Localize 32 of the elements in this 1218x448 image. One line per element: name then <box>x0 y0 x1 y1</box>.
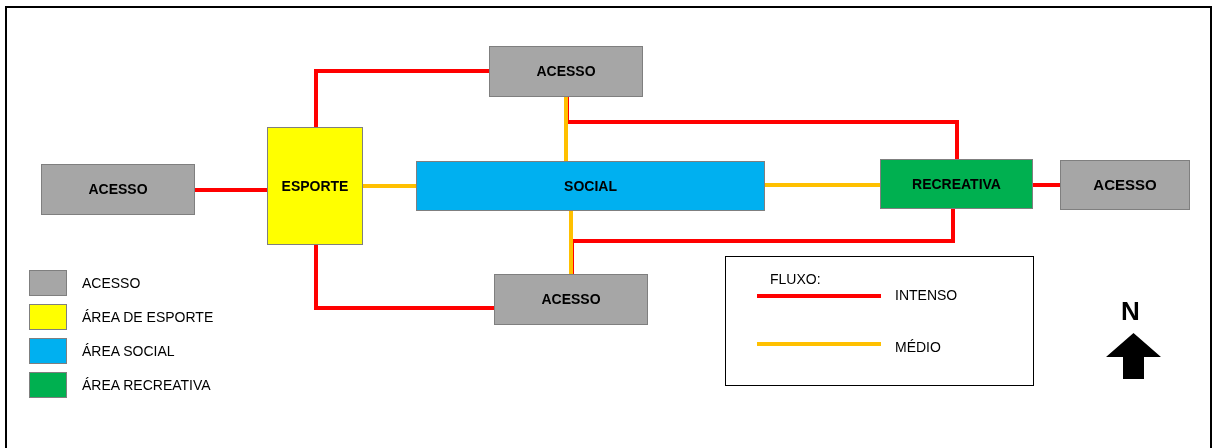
flow-line <box>565 97 959 159</box>
access-box <box>494 274 648 325</box>
box-label: RECREATIVA <box>912 174 1001 194</box>
box-label: ACESSO <box>1093 174 1157 195</box>
flow-line <box>569 211 573 274</box>
north-label: N <box>1121 298 1140 324</box>
flow-line <box>195 188 267 192</box>
box-label: ACESSO <box>541 290 601 309</box>
access-box <box>41 164 195 215</box>
flow-line <box>570 209 955 274</box>
legend-heading: FLUXO: <box>770 270 821 289</box>
access-box <box>489 46 643 97</box>
legend-text: MÉDIO <box>895 338 941 357</box>
box-label: ESPORTE <box>281 176 349 196</box>
flow-line <box>1033 183 1060 187</box>
area-box <box>416 161 765 211</box>
flow-line <box>314 245 494 310</box>
legend-text: INTENSO <box>895 286 958 305</box>
box-label: ACESSO <box>536 62 596 81</box>
legend-text: ÁREA RECREATIVA <box>82 376 211 395</box>
flow-line <box>363 184 416 188</box>
flow-line <box>314 69 489 127</box>
area-box <box>267 127 363 245</box>
area-box <box>880 159 1033 209</box>
legend-text: ÁREA DE ESPORTE <box>82 308 214 327</box>
legend-text: ACESSO <box>82 274 141 293</box>
flow-line <box>765 183 880 187</box>
flow-line <box>564 97 568 161</box>
box-label: SOCIAL <box>564 176 617 196</box>
legend-text: ÁREA SOCIAL <box>82 342 175 361</box>
access-box <box>1060 160 1190 210</box>
box-label: ACESSO <box>88 180 148 199</box>
